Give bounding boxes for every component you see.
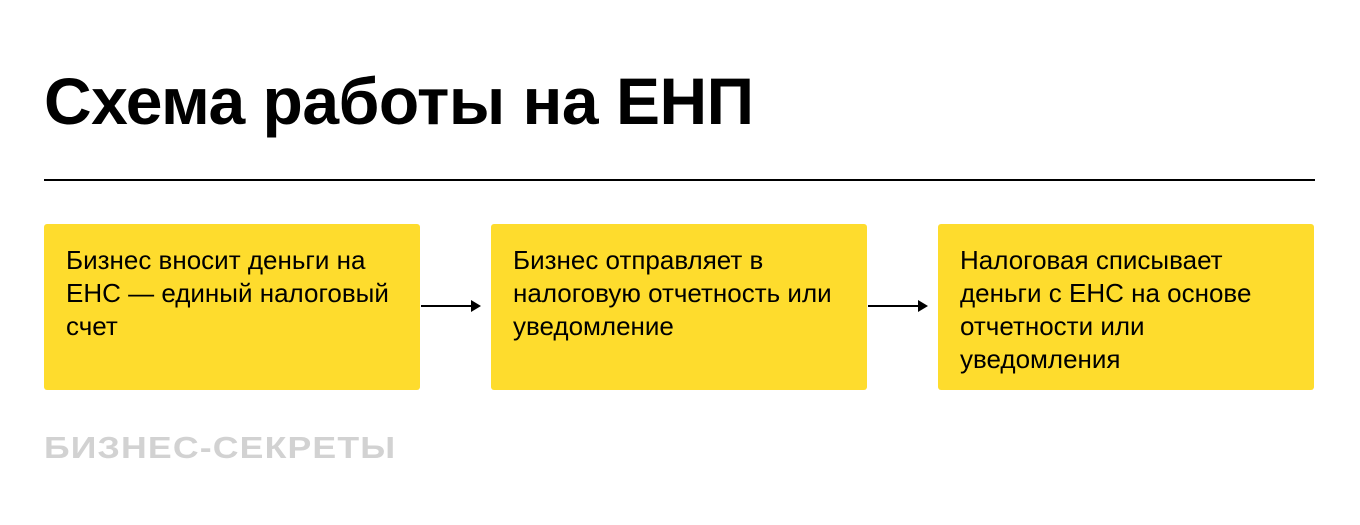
arrow-right-icon [421,300,481,312]
step-1-box: Бизнес вносит деньги на ЕНС — единый нал… [44,224,420,390]
page-title: Схема работы на ЕНП [44,64,754,138]
step-3-box: Налоговая списывает деньги с ЕНС на осно… [938,224,1314,390]
brand-logo: БИЗНЕС-СЕКРЕТЫ [44,430,397,465]
arrow-right-icon [868,300,928,312]
divider [44,179,1315,181]
step-2-box: Бизнес отправляет в налоговую отчетность… [491,224,867,390]
